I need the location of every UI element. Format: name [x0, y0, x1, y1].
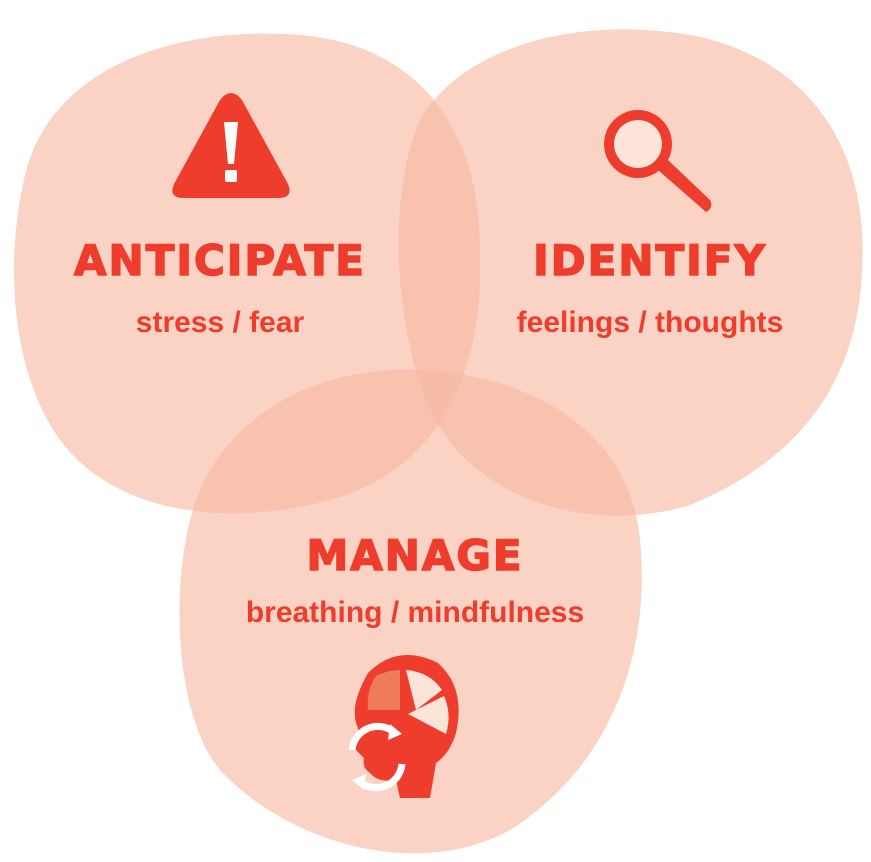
- mind-cycle-head-icon: [348, 655, 459, 798]
- manage-title: MANAGE: [306, 531, 524, 580]
- warning-triangle-icon: [172, 93, 290, 198]
- anticipate-title: ANTICIPATE: [73, 236, 366, 285]
- identify-subtitle: feelings / thoughts: [516, 306, 784, 339]
- manage-blob: [179, 369, 642, 854]
- anticipate-subtitle: stress / fear: [135, 306, 305, 339]
- magnifying-glass-icon: [604, 110, 712, 212]
- manage-subtitle: breathing / mindfulness: [245, 596, 585, 629]
- identify-title: IDENTIFY: [532, 236, 767, 285]
